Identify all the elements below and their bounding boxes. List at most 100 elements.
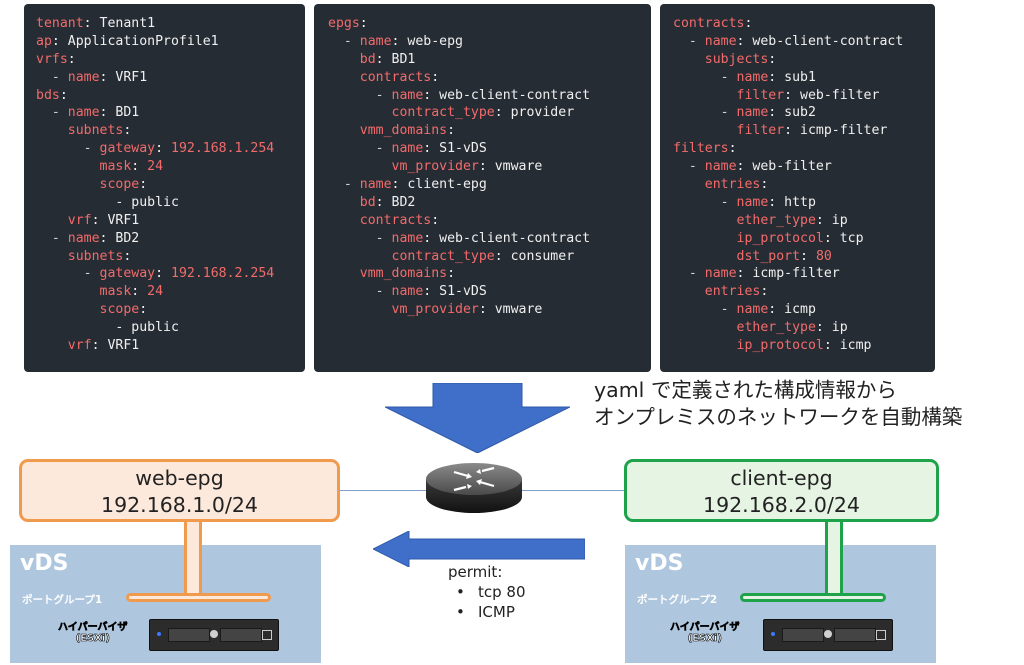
client-epg-box: client-epg 192.168.2.0/24	[624, 459, 939, 522]
code-token: -	[36, 105, 68, 121]
code-token: subnets	[36, 123, 124, 139]
yaml-panel-contracts: contracts: - name: web-client-contract s…	[660, 4, 935, 372]
code-token: mask	[36, 159, 132, 175]
code-line: filters:	[673, 140, 935, 158]
code-token: -	[673, 266, 705, 282]
code-token: : client-epg	[391, 177, 487, 193]
code-line: subnets:	[36, 122, 305, 140]
hypervisor-label-line2: (ESXi)	[75, 633, 110, 645]
code-token: :	[59, 87, 68, 103]
code-token: dst_port	[673, 248, 801, 264]
code-token: contract_type	[328, 248, 495, 264]
code-line: - name: VRF1	[36, 69, 305, 87]
code-token: -	[673, 69, 737, 85]
code-token: : S1-vDS	[423, 141, 487, 157]
code-token: : sub2	[768, 105, 816, 121]
code-token: contract_type	[328, 105, 495, 121]
code-line: vrf: VRF1	[36, 212, 305, 230]
down-arrow-icon	[385, 383, 570, 453]
code-token: : icmp-filter	[784, 123, 888, 139]
code-line: - name: sub1	[673, 69, 935, 87]
caption-line-2: オンプレミスのネットワークを自動構築	[594, 405, 963, 429]
yaml-panel-epgs: epgs: - name: web-epg bd: BD1 contracts:…	[314, 4, 651, 372]
code-token: vrf	[36, 212, 92, 228]
code-token: name	[359, 33, 392, 49]
code-token: 24	[147, 159, 164, 175]
code-token: - public	[36, 194, 179, 210]
code-token: :	[760, 284, 769, 300]
code-token: vrfs	[36, 51, 68, 67]
code-token: : web-client-contract	[736, 33, 904, 49]
code-line: filter: web-filter	[673, 87, 935, 105]
code-line: ip_protocol: tcp	[673, 230, 935, 248]
code-token: : VRF1	[91, 212, 140, 228]
code-line: - name: S1-vDS	[328, 283, 651, 301]
permit-title: permit:	[448, 563, 503, 581]
code-token: -	[673, 159, 705, 175]
code-line: dst_port: 80	[673, 248, 935, 266]
code-line: vmm_domains:	[328, 265, 651, 283]
code-line: bd: BD2	[328, 194, 651, 212]
code-token: : provider	[494, 105, 575, 121]
code-token: :	[744, 16, 753, 31]
code-token: ip_protocol	[673, 230, 824, 246]
code-token: :	[728, 141, 737, 157]
code-token: 80	[815, 248, 832, 264]
code-line: - public	[36, 194, 305, 212]
code-line: vmm_domains:	[328, 122, 651, 140]
code-line: - name: http	[673, 194, 935, 212]
epg-name: web-epg	[135, 466, 224, 490]
code-token: epgs	[328, 16, 360, 31]
code-line: - name: web-client-contract	[328, 230, 651, 248]
code-token: 192.168.2.254	[171, 266, 275, 282]
code-token: ip_protocol	[673, 338, 824, 354]
code-line: - name: icmp	[673, 301, 935, 319]
vds-title: vDS	[635, 551, 684, 576]
code-token: : ip	[815, 320, 848, 336]
code-token: :	[139, 177, 148, 193]
code-token: -	[36, 230, 68, 246]
code-token: name	[391, 87, 424, 103]
code-token: :	[431, 212, 440, 228]
code-token: -	[328, 284, 392, 300]
code-token: name	[67, 105, 100, 121]
port-group-label-right: ポートグループ2	[637, 594, 718, 606]
code-token: bds	[36, 87, 60, 103]
code-token: : ApplicationProfile1	[51, 33, 219, 49]
hypervisor-label-line2: (ESXi)	[687, 633, 722, 645]
caption-text: yaml で定義された構成情報から オンプレミスのネットワークを自動構築	[594, 377, 962, 431]
code-line: bds:	[36, 87, 305, 105]
code-line: - name: sub2	[673, 104, 935, 122]
code-token: scope	[36, 302, 140, 318]
code-token: :	[447, 266, 456, 282]
code-token: name	[704, 159, 737, 175]
code-token: :	[139, 302, 148, 318]
code-token: -	[328, 33, 360, 49]
code-token: name	[391, 284, 424, 300]
code-token: : vmware	[478, 302, 543, 318]
code-token: entries	[673, 284, 761, 300]
code-token: -	[36, 141, 100, 157]
code-token: : BD1	[99, 105, 140, 121]
code-token: -	[328, 177, 360, 193]
code-token: -	[673, 302, 737, 318]
code-token: name	[736, 105, 769, 121]
code-token: : web-client-contract	[423, 230, 591, 246]
code-line: ether_type: ip	[673, 319, 935, 337]
vds-title: vDS	[20, 551, 69, 576]
code-line: ip_protocol: icmp	[673, 337, 935, 355]
code-token: :	[131, 284, 148, 300]
code-token: name	[67, 230, 100, 246]
code-token: : icmp	[768, 302, 816, 318]
yaml-code-contracts: contracts: - name: web-client-contract s…	[660, 15, 935, 355]
code-token: : BD2	[375, 194, 416, 210]
code-token: :	[447, 123, 456, 139]
port-group-label-left: ポートグループ1	[22, 594, 103, 606]
code-token: : ip	[815, 212, 848, 228]
code-line: - public	[36, 319, 305, 337]
code-line: - gateway: 192.168.1.254	[36, 140, 305, 158]
code-line: scope:	[36, 176, 305, 194]
code-line: mask: 24	[36, 158, 305, 176]
code-line: epgs:	[328, 15, 651, 33]
